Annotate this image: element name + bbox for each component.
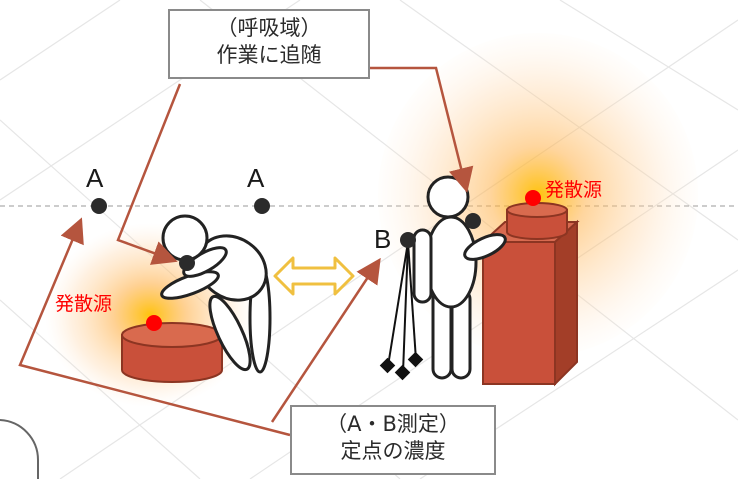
arrow-fixed-b bbox=[270, 257, 381, 423]
callout-breathing-line2: 作業に追随 bbox=[216, 43, 322, 67]
callout-breathing-line1: （呼吸域） bbox=[216, 16, 322, 40]
emission-source-right-box bbox=[480, 202, 580, 387]
callout-breathing-zone: （呼吸域） 作業に追随 bbox=[168, 9, 370, 79]
arrow-breathing-left bbox=[116, 83, 182, 265]
point-b-label: B bbox=[374, 224, 392, 254]
point-a-right-marker bbox=[254, 198, 270, 214]
breathing-marker-right bbox=[465, 213, 481, 229]
point-a-left-label: A bbox=[86, 163, 104, 193]
source-label-right: 発散源 bbox=[545, 179, 603, 201]
callout-fixed-line2: 定点の濃度 bbox=[340, 439, 446, 463]
worker-left-bending bbox=[160, 214, 272, 374]
source-marker-right bbox=[525, 190, 541, 206]
arrow-fixed-a bbox=[18, 217, 291, 437]
callout-fixed-line1: （A・B測定） bbox=[326, 412, 460, 436]
callout-arrows bbox=[18, 66, 474, 437]
compare-double-arrow bbox=[273, 256, 355, 296]
point-b-marker bbox=[400, 232, 416, 248]
breathing-marker-left bbox=[179, 255, 195, 271]
point-a-left-marker bbox=[91, 198, 107, 214]
source-marker-left bbox=[146, 315, 162, 331]
callout-fixed-point: （A・B測定） 定点の濃度 bbox=[290, 405, 496, 475]
source-label-left: 発散源 bbox=[55, 293, 113, 315]
offscreen-circle-fragment bbox=[0, 419, 40, 479]
worker-right-standing bbox=[412, 175, 507, 380]
tripod-point-b bbox=[379, 241, 424, 381]
point-a-right-label: A bbox=[247, 163, 265, 193]
arrow-breathing-right bbox=[368, 66, 474, 193]
emission-source-left-cylinder bbox=[121, 322, 223, 383]
